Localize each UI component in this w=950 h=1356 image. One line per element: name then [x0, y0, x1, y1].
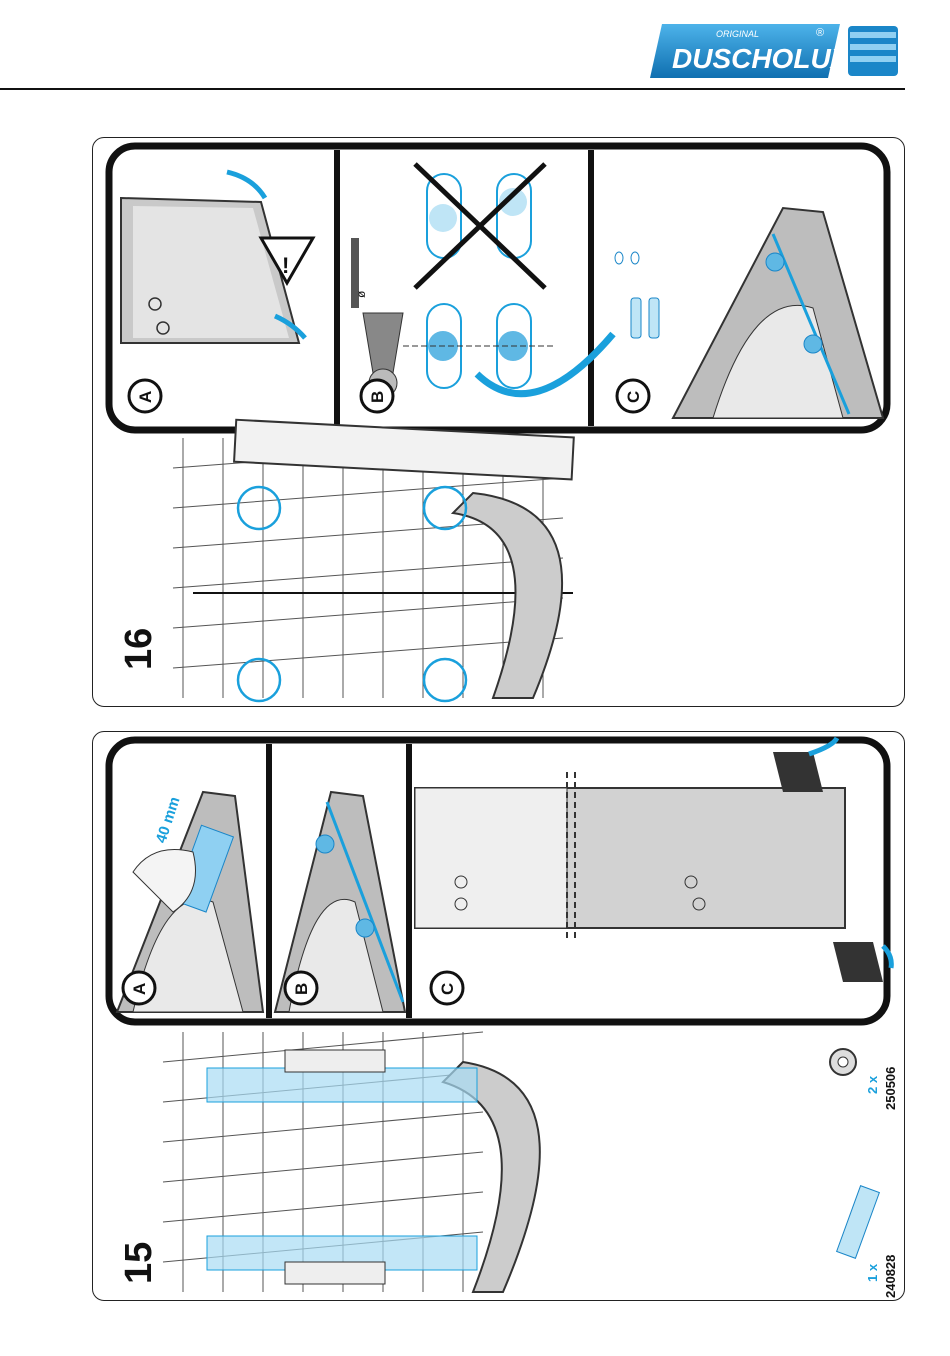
- step-15-illustration: 15 40 mm A B: [93, 732, 903, 1299]
- blue-wall-profiles: [207, 1050, 477, 1284]
- step-16-illustration: 16 ! A ø: [93, 138, 903, 705]
- part-250506-code: 250506: [883, 1067, 898, 1110]
- step-16-panel: 16 ! A ø: [92, 137, 905, 707]
- step-16-number: 16: [118, 628, 160, 670]
- step-16-inset-b-label: B: [368, 391, 387, 403]
- logo-stripes-icon: [848, 26, 898, 76]
- duscholux-logo: ORIGINAL DUSCHOLUX ®: [650, 22, 900, 80]
- logo-registered-mark: ®: [816, 27, 824, 39]
- step-15-inset-c-label: C: [438, 983, 457, 995]
- step-15-number: 15: [118, 1242, 160, 1284]
- step-16-inset-a-label: A: [136, 391, 155, 403]
- logo-name-text: DUSCHOLUX: [672, 43, 852, 74]
- spirit-level-icon: [285, 1050, 385, 1072]
- part-240828-qty: 1 x: [865, 1263, 880, 1282]
- svg-text:!: !: [282, 253, 289, 278]
- step-15-inset-b-label: B: [292, 983, 311, 995]
- logo-small-text: ORIGINAL: [716, 29, 759, 39]
- drill-diameter-symbol: ø: [354, 290, 368, 298]
- step-15-inset-a-label: A: [130, 983, 149, 995]
- part-240828: 1 x 240828: [837, 1186, 898, 1298]
- part-240828-code: 240828: [883, 1255, 898, 1298]
- header-rule: [0, 88, 905, 90]
- spirit-level-icon: [285, 1262, 385, 1284]
- step-16-wall-scene: [173, 420, 574, 698]
- spacer-comb-icon: [837, 1186, 880, 1259]
- part-250506: 2 x 250506: [830, 1049, 898, 1110]
- part-250506-qty: 2 x: [865, 1075, 880, 1094]
- step-16-inset-c-label: C: [624, 391, 643, 403]
- parts-list: 1 x 240828 2 x 250506: [830, 1049, 898, 1298]
- step-15-panel: 15 40 mm A B: [92, 731, 905, 1301]
